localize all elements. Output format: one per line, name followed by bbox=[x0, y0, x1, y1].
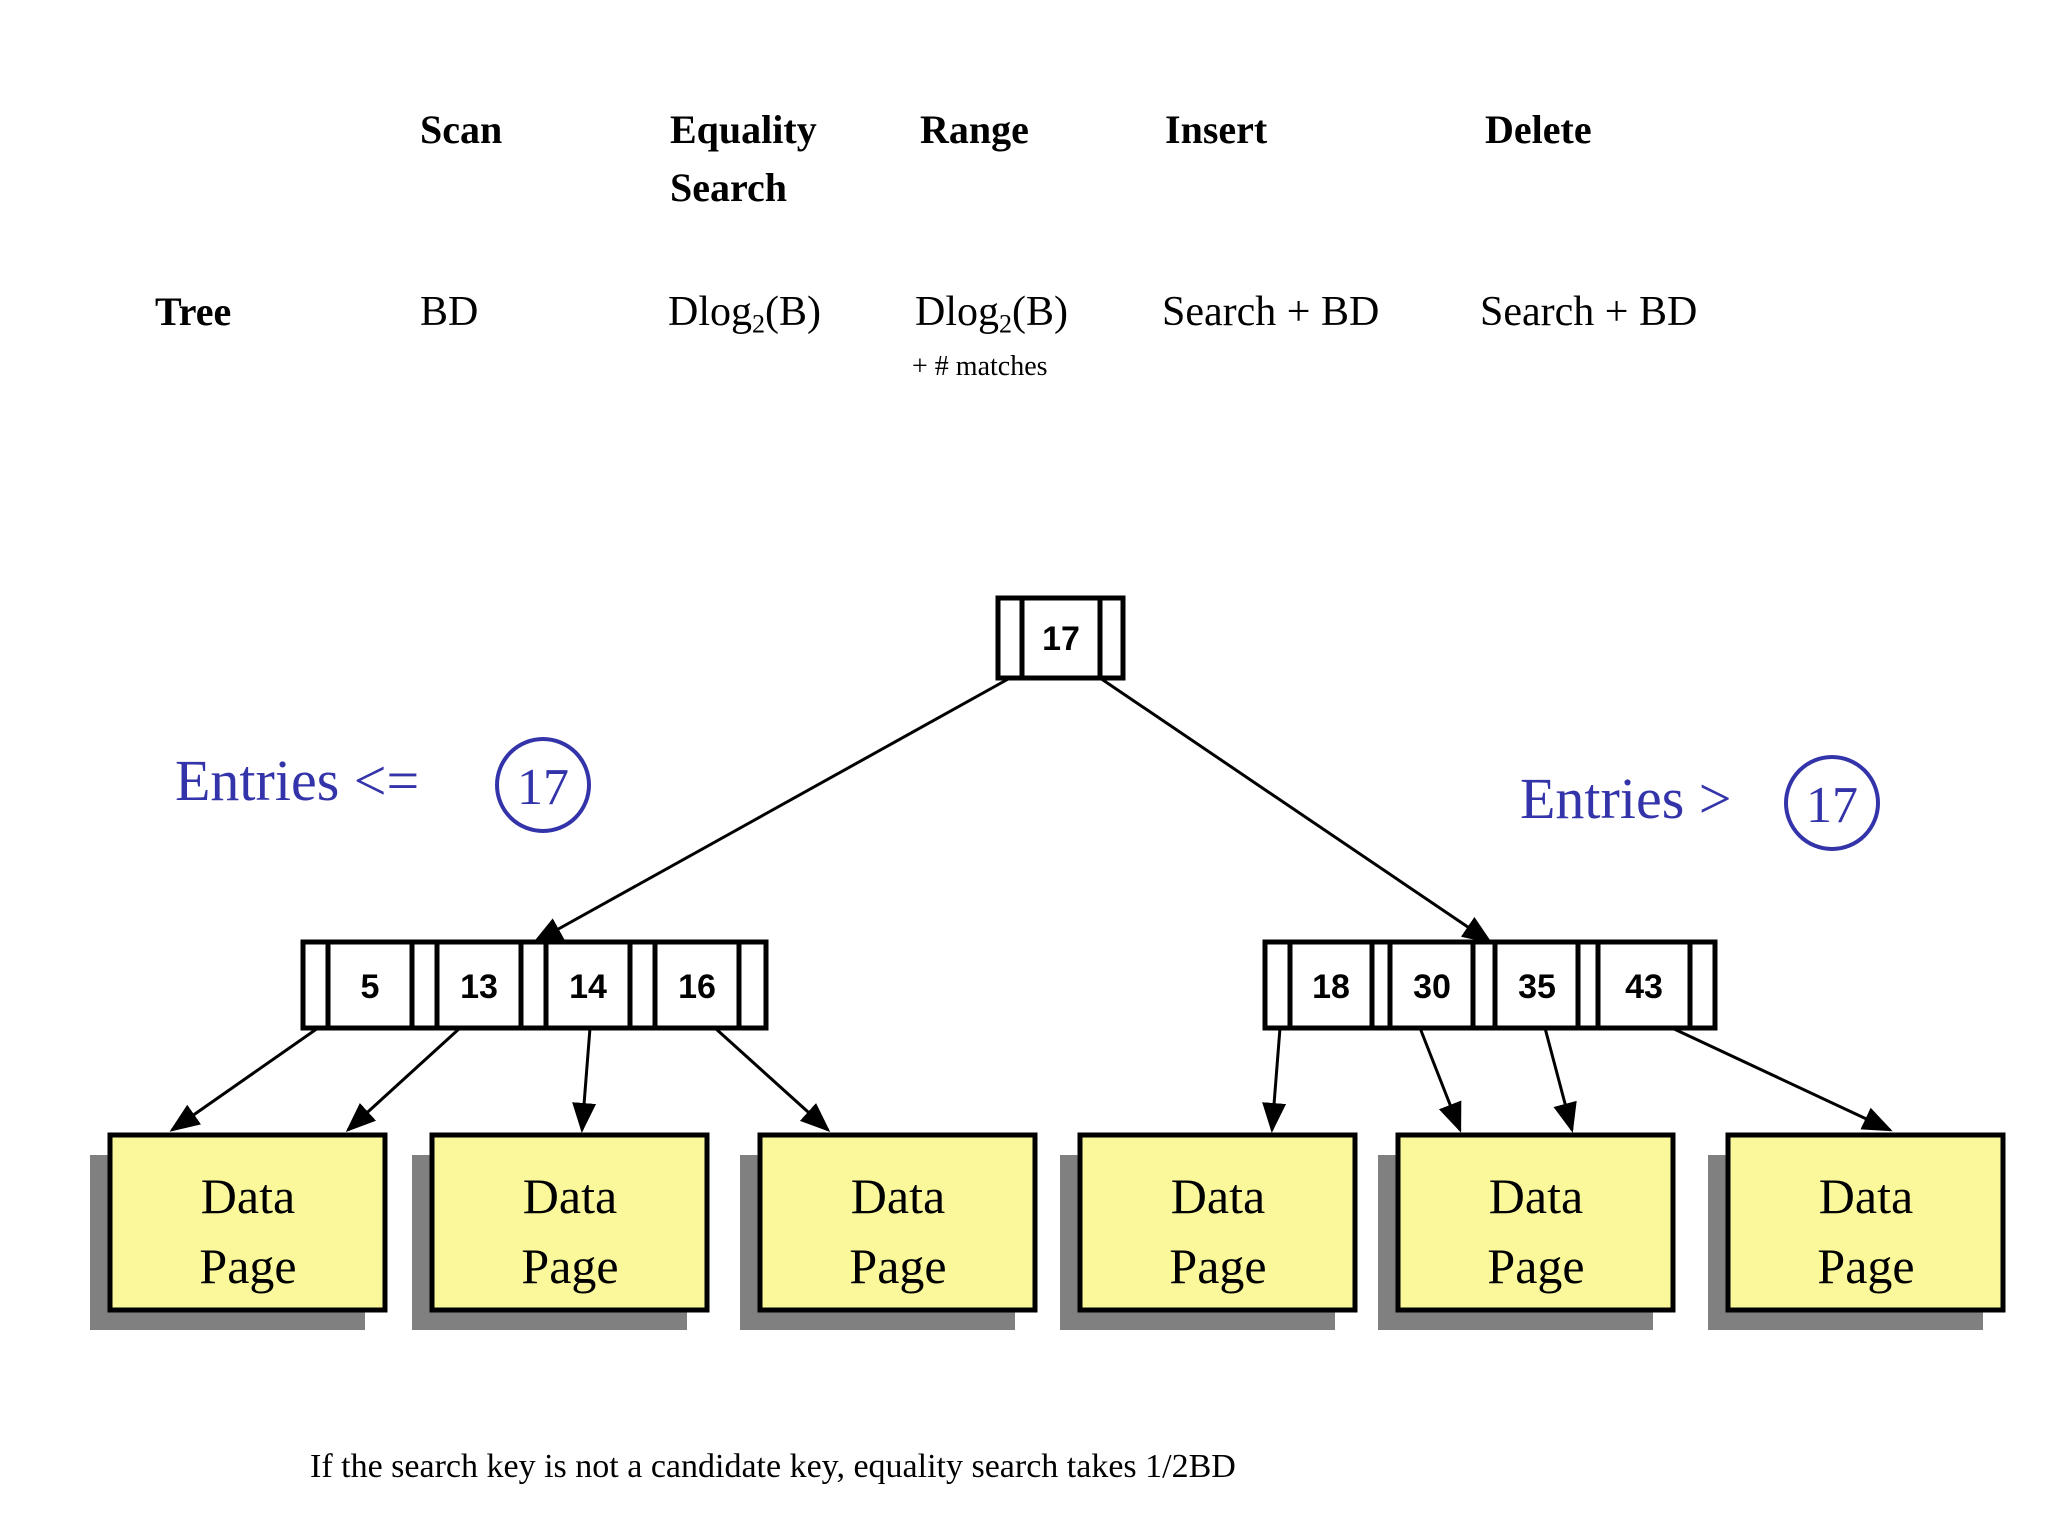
edge-left-node-slot1 bbox=[169, 1026, 319, 1132]
internal-node-right-key-2: 35 bbox=[1518, 968, 1556, 1006]
edge-left-node-slot3 bbox=[572, 1027, 597, 1133]
data-page-1-line1: Data bbox=[201, 1168, 295, 1224]
data-page-6[interactable]: Data Page bbox=[1708, 1132, 2006, 1330]
cell-tree-scan: BD bbox=[420, 289, 479, 335]
column-header-equality-search-line1: Equality bbox=[670, 107, 817, 152]
internal-to-leaf-edges bbox=[169, 1026, 1893, 1133]
data-page-6-box bbox=[1725, 1132, 2006, 1313]
root-node-key-0: 17 bbox=[1042, 620, 1080, 658]
cell-tree-equality-prefix: Dlog bbox=[668, 289, 752, 335]
edge-root-to-right-internal bbox=[1099, 676, 1493, 944]
data-page-2-box bbox=[429, 1132, 710, 1313]
data-page-3[interactable]: Data Page bbox=[740, 1132, 1038, 1330]
internal-node-right-key-3: 43 bbox=[1625, 968, 1663, 1006]
cell-tree-range-note: + # matches bbox=[912, 351, 1048, 382]
data-page-3-line2: Page bbox=[849, 1238, 946, 1294]
data-page-5-box bbox=[1395, 1132, 1676, 1313]
data-page-5[interactable]: Data Page bbox=[1378, 1132, 1676, 1330]
data-page-4-line2: Page bbox=[1169, 1238, 1266, 1294]
cell-tree-range-suffix: (B) bbox=[1012, 289, 1069, 335]
internal-node-right[interactable]: 18 30 35 43 bbox=[1262, 939, 1718, 1031]
data-page-4[interactable]: Data Page bbox=[1060, 1132, 1358, 1330]
internal-node-right-box bbox=[1262, 939, 1718, 1031]
entries-label-right-text: Entries > bbox=[1520, 766, 1732, 831]
entries-label-left-circle bbox=[495, 737, 591, 833]
row-header-tree: Tree bbox=[155, 289, 232, 334]
cell-tree-insert: Search + BD bbox=[1162, 289, 1380, 335]
edge-left-node-slot2 bbox=[345, 1026, 462, 1133]
column-header-equality-search-line2: Search bbox=[670, 165, 788, 210]
root-to-internal-edges bbox=[532, 676, 1493, 944]
entries-label-right-circle bbox=[1784, 755, 1880, 851]
entries-label-left-text: Entries <= bbox=[175, 748, 419, 813]
internal-node-right-key-0: 18 bbox=[1312, 968, 1350, 1006]
cell-tree-equality-suffix: (B) bbox=[765, 289, 822, 335]
data-page-6-line2: Page bbox=[1817, 1238, 1914, 1294]
entries-label-left: Entries <= 17 bbox=[175, 737, 591, 833]
edge-root-to-left-internal bbox=[532, 676, 1011, 944]
data-page-1-box bbox=[107, 1132, 388, 1313]
data-page-4-box bbox=[1077, 1132, 1358, 1313]
data-page-5-line1: Data bbox=[1489, 1168, 1583, 1224]
internal-node-right-key-1: 30 bbox=[1413, 968, 1451, 1006]
edge-right-node-slot3 bbox=[1543, 1027, 1577, 1133]
data-page-2-line2: Page bbox=[521, 1238, 618, 1294]
cell-tree-range: Dlog2(B) bbox=[915, 289, 1069, 339]
data-page-3-line1: Data bbox=[851, 1168, 945, 1224]
data-page-1-line2: Page bbox=[199, 1238, 296, 1294]
cell-tree-range-subscript: 2 bbox=[999, 309, 1013, 339]
entries-label-left-value: 17 bbox=[517, 759, 569, 816]
internal-node-left-key-2: 14 bbox=[569, 968, 607, 1006]
column-header-range: Range bbox=[920, 107, 1029, 152]
edge-right-node-slot4 bbox=[1671, 1026, 1893, 1132]
cell-tree-equality: Dlog2(B) bbox=[668, 289, 822, 339]
data-page-4-line1: Data bbox=[1171, 1168, 1265, 1224]
edge-left-node-slot4 bbox=[713, 1026, 831, 1133]
cell-tree-range-prefix: Dlog bbox=[915, 289, 999, 335]
cell-tree-equality-subscript: 2 bbox=[752, 309, 766, 339]
internal-node-left-key-3: 16 bbox=[678, 968, 716, 1006]
footnote-text: If the search key is not a candidate key… bbox=[310, 1448, 1236, 1485]
root-node[interactable]: 17 bbox=[995, 595, 1126, 681]
internal-node-left-key-0: 5 bbox=[361, 968, 380, 1006]
data-page-3-box bbox=[757, 1132, 1038, 1313]
internal-node-left-key-1: 13 bbox=[460, 968, 498, 1006]
data-page-5-line2: Page bbox=[1487, 1238, 1584, 1294]
cell-tree-delete: Search + BD bbox=[1480, 289, 1698, 335]
data-page-6-line1: Data bbox=[1819, 1168, 1913, 1224]
data-page-2-line1: Data bbox=[523, 1168, 617, 1224]
internal-node-left[interactable]: 5 13 14 16 bbox=[300, 939, 769, 1031]
column-header-delete: Delete bbox=[1485, 107, 1592, 152]
edge-right-node-slot1 bbox=[1262, 1027, 1287, 1133]
internal-node-left-box bbox=[300, 939, 769, 1031]
column-header-insert: Insert bbox=[1165, 107, 1268, 152]
edge-right-node-slot2 bbox=[1418, 1027, 1462, 1133]
entries-label-right-value: 17 bbox=[1806, 777, 1858, 834]
data-page-2[interactable]: Data Page bbox=[412, 1132, 710, 1330]
data-page-1[interactable]: Data Page bbox=[90, 1132, 388, 1330]
column-header-scan: Scan bbox=[420, 107, 503, 152]
entries-label-right: Entries > 17 bbox=[1520, 755, 1880, 851]
